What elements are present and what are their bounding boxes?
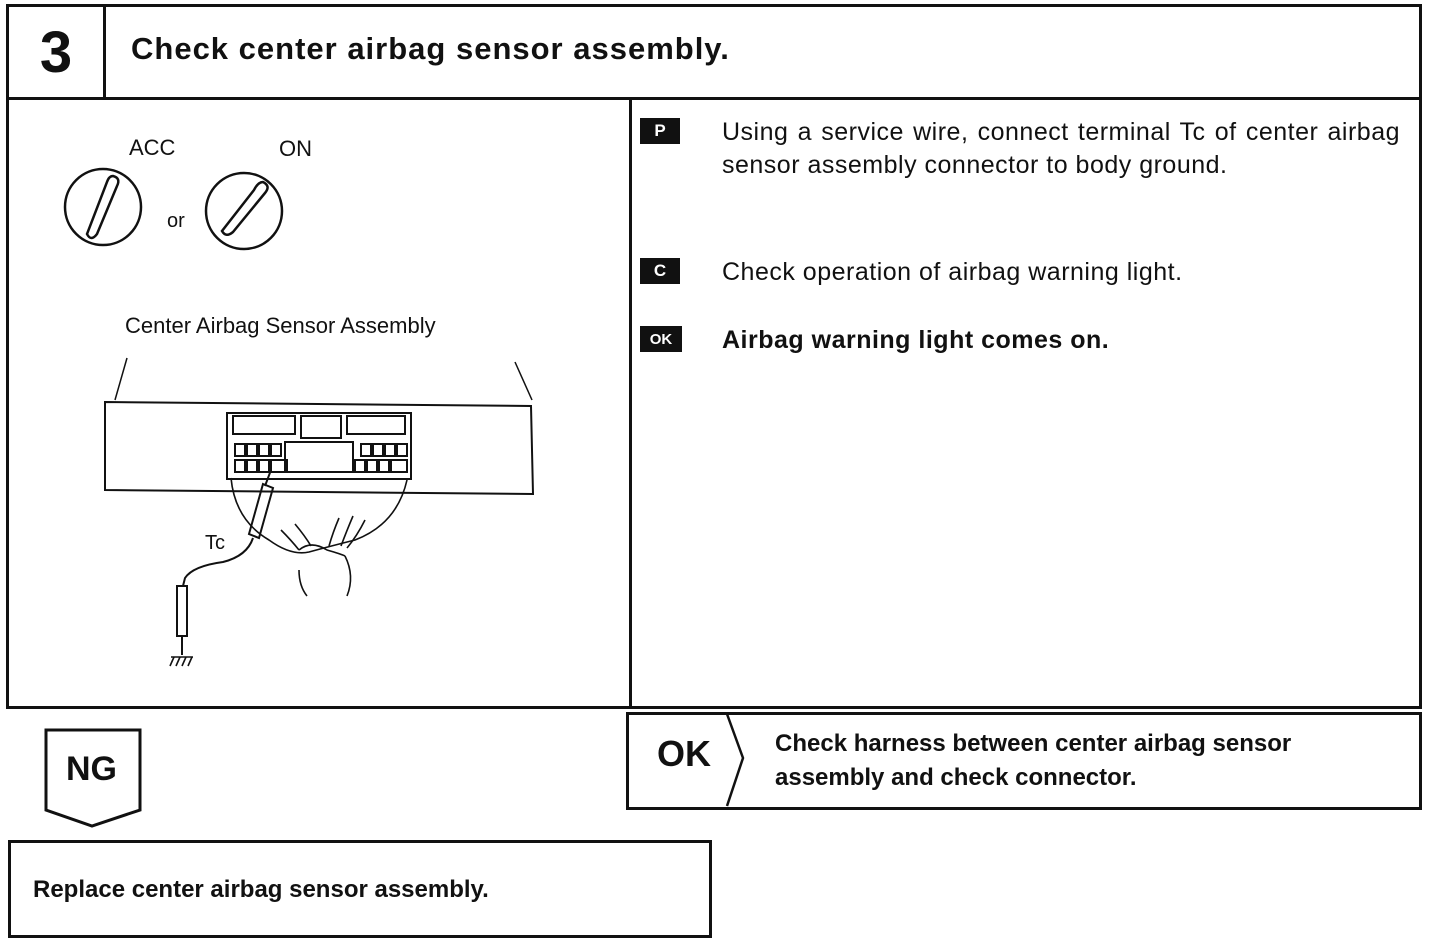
instruction-ok: OK Airbag warning light comes on. bbox=[640, 324, 1400, 364]
ng-shield-icon bbox=[44, 728, 142, 828]
ng-branch-label: NG bbox=[66, 750, 117, 788]
instruction-check-text: Check operation of airbag warning light. bbox=[722, 258, 1183, 286]
airbag-sensor-diagram bbox=[63, 167, 535, 667]
check-icon: C bbox=[640, 258, 680, 284]
ignition-key-acc-icon bbox=[63, 167, 143, 247]
column-divider bbox=[629, 100, 632, 706]
instruction-prepare: P Using a service wire, connect terminal… bbox=[640, 116, 1400, 226]
terminal-tc-label: Tc bbox=[205, 532, 225, 554]
ok-branch-text: Check harness between center airbag sens… bbox=[775, 727, 1291, 795]
illustration: ACC ON or Center Airbag Sensor Assembly … bbox=[9, 100, 629, 706]
ok-icon: OK bbox=[640, 326, 682, 352]
instruction-ok-text: Airbag warning light comes on. bbox=[722, 326, 1110, 354]
component-label: Center Airbag Sensor Assembly bbox=[125, 313, 436, 338]
step-number: 3 bbox=[39, 19, 73, 85]
step-title: Check center airbag sensor assembly. bbox=[131, 31, 730, 66]
step-number-cell: 3 bbox=[9, 7, 106, 97]
ok-branch-label: OK bbox=[657, 733, 711, 774]
instruction-prepare-text: Using a service wire, connect terminal T… bbox=[722, 118, 1400, 179]
service-wire-probe-icon bbox=[176, 469, 275, 655]
ok-branch-text-line2: assembly and check connector. bbox=[775, 764, 1137, 791]
body-ground-icon bbox=[169, 656, 193, 667]
ok-branch-box: OK Check harness between center airbag s… bbox=[626, 712, 1422, 810]
ignition-key-on-icon bbox=[204, 171, 284, 251]
sensor-assembly-icon bbox=[104, 400, 535, 496]
step-content: ACC ON or Center Airbag Sensor Assembly … bbox=[6, 97, 1422, 709]
ignition-on-label: ON bbox=[279, 136, 312, 161]
ng-branch-text: Replace center airbag sensor assembly. bbox=[33, 876, 489, 903]
ignition-acc-label: ACC bbox=[129, 135, 176, 160]
prepare-icon: P bbox=[640, 118, 680, 144]
chevron-right-icon bbox=[725, 713, 745, 807]
or-label: or bbox=[167, 210, 185, 232]
ok-branch-text-line1: Check harness between center airbag sens… bbox=[775, 730, 1292, 757]
instruction-check: C Check operation of airbag warning ligh… bbox=[640, 256, 1400, 296]
ng-branch-box: Replace center airbag sensor assembly. bbox=[8, 840, 712, 938]
step-header: 3 Check center airbag sensor assembly. bbox=[6, 4, 1422, 100]
